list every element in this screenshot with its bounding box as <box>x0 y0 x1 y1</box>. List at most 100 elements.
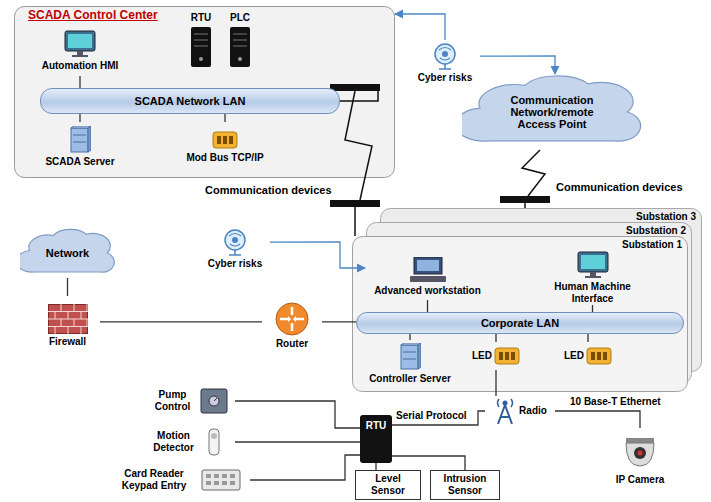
sensor-box: Intrusion Sensor <box>430 470 500 500</box>
tower-icon <box>190 26 212 68</box>
connector <box>250 455 360 480</box>
led-icon-box: LED <box>466 342 526 370</box>
chip-icon <box>494 346 520 366</box>
node-label: Corporate LAN <box>481 317 559 329</box>
hmi-icon-box: Human Machine Interface <box>545 251 640 305</box>
node-label: Controller Server <box>369 373 451 385</box>
cyber-icon <box>430 42 460 70</box>
workstation-icon-box: Advanced workstation <box>365 254 490 300</box>
connector <box>235 401 360 428</box>
node-label: Automation HMI <box>42 60 119 72</box>
node-label: Cyber risks <box>208 258 262 270</box>
connector <box>392 411 485 425</box>
card-reader-box: Card Reader Keypad Entry <box>100 462 250 498</box>
chip-icon <box>586 346 612 366</box>
communication-device <box>330 84 380 91</box>
connector <box>79 114 80 122</box>
cloud-shape <box>20 229 114 272</box>
server-icon <box>69 126 91 154</box>
node-label: Communication Network/remote Access Poin… <box>494 94 609 130</box>
connector <box>79 76 80 88</box>
control-center-panel: SCADA Control CenterAutomation HMIRTUPLC… <box>14 6 395 178</box>
rtu-unit: RTU <box>360 415 392 463</box>
hmi-icon-box: Automation HMI <box>30 26 130 76</box>
label-slot: Serial Protocol <box>396 410 467 422</box>
connector <box>495 370 496 396</box>
network-cloud: Communication Network/remote Access Poin… <box>462 74 642 150</box>
monitor-icon <box>63 30 97 58</box>
wireless-link <box>522 150 545 196</box>
server-icon-box: SCADA Server <box>35 122 125 172</box>
motion-detector-box: Motion Detector <box>130 424 235 460</box>
annotation-label: Serial Protocol <box>396 410 467 422</box>
connector <box>235 441 360 442</box>
panel-title: Substation 1 <box>352 238 688 251</box>
connector <box>375 463 376 470</box>
connector <box>270 242 365 268</box>
annotation-label: 10 Base-T Ethernet <box>570 396 661 408</box>
chip-icon <box>212 130 238 150</box>
server-icon-box: Controller Server <box>360 340 460 388</box>
cyber-risk-icon: Cyber risks <box>410 40 480 86</box>
cyber-risk-icon: Cyber risks <box>200 226 270 272</box>
router-icon <box>275 302 309 336</box>
safe-icon <box>200 388 228 414</box>
plc-icon-box: PLC <box>224 8 256 72</box>
connector <box>395 14 445 40</box>
node-label: RTU <box>360 420 392 432</box>
node-label: Intrusion Sensor <box>433 473 497 497</box>
label-slot: Communication devices <box>205 184 332 197</box>
connector <box>100 321 262 322</box>
connector <box>392 456 465 470</box>
node-label: Network <box>46 247 89 259</box>
device-wire <box>354 207 356 236</box>
connector <box>409 334 410 340</box>
node-label: SCADA Network LAN <box>135 95 246 107</box>
node-label: Human Machine Interface <box>545 281 640 305</box>
panel-ground <box>353 237 688 392</box>
node-label: Advanced workstation <box>374 285 481 297</box>
keypad-icon <box>201 468 241 492</box>
cloud-shape <box>462 76 641 141</box>
node-label: Level Sensor <box>358 473 418 497</box>
node-label: Radio <box>519 405 547 417</box>
connector <box>587 334 588 342</box>
node-label: PLC <box>230 12 250 24</box>
node-label: Motion Detector <box>144 430 204 454</box>
tower-icon <box>229 26 251 68</box>
annotation-label: Communication devices <box>205 184 332 197</box>
server-icon <box>399 343 421 371</box>
label-slot: Communication devices <box>556 181 683 194</box>
connector <box>495 334 496 342</box>
network-cloud: Network <box>20 228 115 278</box>
node-label: Router <box>276 338 308 350</box>
connector <box>592 305 593 312</box>
label-slot: 10 Base-T Ethernet <box>570 396 661 408</box>
connector <box>322 321 356 322</box>
modbus-icon-box: Mod Bus TCP/IP <box>180 122 270 172</box>
node-label: Pump Control <box>148 389 198 413</box>
rtu-icon-box: RTU <box>185 8 217 72</box>
panel-title: Substation 3 <box>380 210 702 223</box>
node-label: Firewall <box>49 336 86 348</box>
wireless-link <box>345 91 372 200</box>
connector <box>555 411 640 428</box>
radio-icon-box: Radio <box>485 396 555 426</box>
camera-icon-box: IP Camera <box>600 428 680 494</box>
camera-icon <box>622 436 658 472</box>
annotation-label: Communication devices <box>556 181 683 194</box>
device-wire <box>524 203 526 208</box>
sensor-box: Level Sensor <box>355 470 421 500</box>
node-label: SCADA Server <box>45 156 114 168</box>
firewall-icon <box>48 304 88 334</box>
node-label: LED <box>564 350 584 362</box>
connector <box>67 278 68 296</box>
node-label: IP Camera <box>616 474 665 486</box>
cyber-icon <box>220 228 250 256</box>
panel-ground <box>15 7 395 178</box>
led-icon-box: LED <box>558 342 618 370</box>
radio-icon <box>493 397 517 425</box>
network-band: SCADA Network LAN <box>40 88 340 114</box>
node-label: RTU <box>191 12 212 24</box>
